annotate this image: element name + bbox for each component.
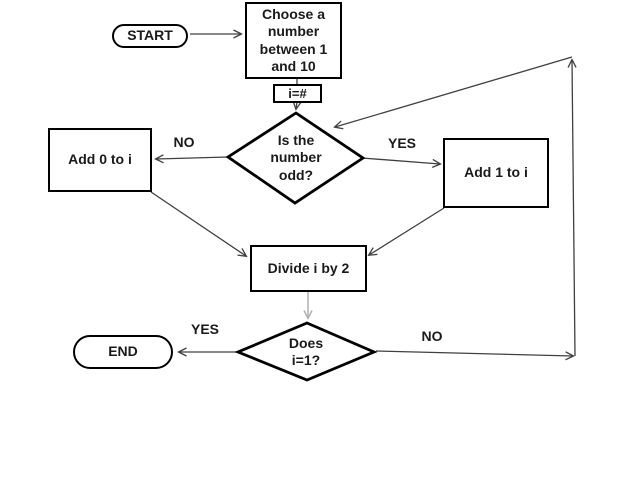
connector-loop-no-vertical: [572, 60, 575, 357]
loop-yes-edge-label: YES: [190, 321, 219, 337]
is-odd-decision-diamond: [225, 111, 366, 205]
i-assignment-box: i=#: [273, 84, 322, 103]
connector-add-one-to-divide: [369, 207, 445, 255]
connector-add-zero-to-divide: [150, 191, 246, 256]
odd-no-edge-label: NO: [173, 134, 195, 150]
start-terminator: START: [112, 24, 188, 48]
odd-yes-edge-label: YES: [387, 135, 416, 151]
does-i-equal-1-decision-diamond: [234, 321, 378, 382]
connector-loop-no-horizontal: [375, 350, 573, 356]
connector-assign-to-odd-decision: [296, 102, 297, 109]
connector-odd-no-to-add-zero: [156, 157, 229, 159]
connector-odd-yes-to-add-one: [361, 157, 440, 164]
divide-process-box: Divide i by 2: [250, 245, 367, 292]
add-zero-process-box: Add 0 to i: [48, 128, 152, 192]
connector-loop-no-return-to-odd-decision: [335, 56, 573, 127]
end-terminator: END: [73, 335, 173, 369]
choose-number-process-box: Choose a number between 1 and 10: [245, 2, 342, 79]
loop-no-edge-label: NO: [421, 328, 443, 344]
add-one-process-box: Add 1 to i: [443, 138, 549, 208]
